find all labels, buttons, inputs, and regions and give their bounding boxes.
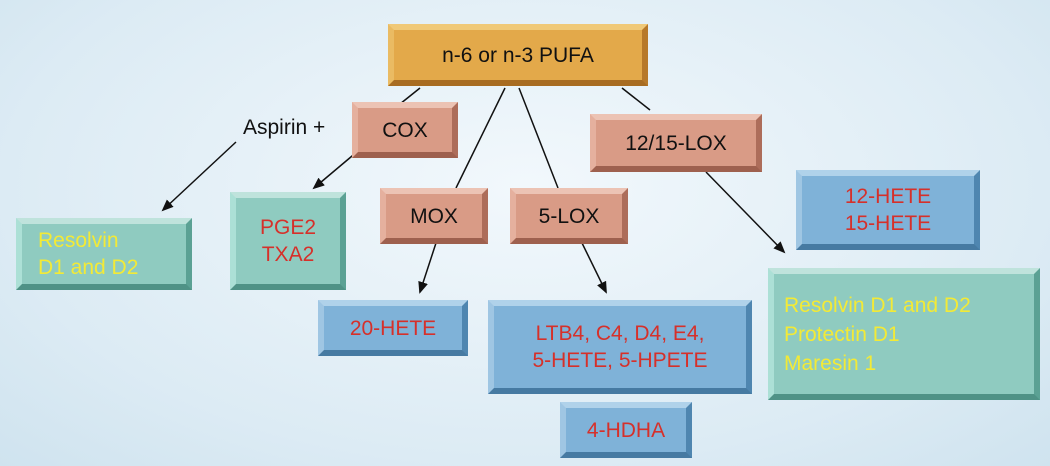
line-pufa-12-15-lox — [621, 87, 651, 111]
lox-12-15-enzyme-box: 12/15-LOX — [590, 114, 762, 172]
pge2-label: PGE2 — [259, 216, 317, 239]
hete-20-label: 20-HETE — [349, 316, 437, 340]
line-pufa-5lox — [518, 87, 559, 189]
txa2-label: TXA2 — [261, 243, 315, 266]
resolvin-protectin-maresin-box: Resolvin D1 and D2 Protectin D1 Maresin … — [768, 268, 1040, 400]
line-pufa-cox — [399, 87, 421, 105]
hdha-4-label: 4-HDHA — [586, 418, 666, 442]
hete-15-label: 15-HETE — [844, 212, 932, 235]
mox-enzyme-box: MOX — [380, 188, 488, 244]
pge2-txa2-box: PGE2 TXA2 — [230, 192, 346, 290]
arrow-mox-20hete — [418, 242, 437, 294]
pufa-label: n-6 or n-3 PUFA — [442, 43, 594, 67]
cox-label: COX — [382, 118, 428, 142]
resolvin-d1-d2-line: Resolvin D1 and D2 — [784, 293, 971, 317]
ltb4-line-1: LTB4, C4, D4, E4, — [535, 322, 705, 345]
arrow-5lox-ltb4 — [581, 242, 607, 294]
resolvin-line-2: D1 and D2 — [38, 256, 139, 279]
hete-20-box: 20-HETE — [318, 300, 468, 356]
arrow-12-15-lox-resolvin — [705, 171, 786, 254]
hete-12-15-box: 12-HETE 15-HETE — [796, 170, 980, 250]
arrow-cox-pge2 — [312, 150, 359, 190]
ltb4-line-2: 5-HETE, 5-HPETE — [532, 349, 708, 372]
lox-5-label: 5-LOX — [538, 204, 600, 228]
lox-12-15-label: 12/15-LOX — [625, 131, 727, 155]
maresin-1-line: Maresin 1 — [784, 351, 877, 375]
resolvin-d1-d2-box: Resolvin D1 and D2 — [16, 218, 192, 290]
cox-enzyme-box: COX — [352, 102, 458, 158]
line-pufa-mox — [455, 87, 506, 189]
protectin-d1-line: Protectin D1 — [784, 322, 900, 346]
arrow-aspirin-resolvin — [161, 141, 237, 212]
pufa-box: n-6 or n-3 PUFA — [388, 24, 648, 86]
hete-12-label: 12-HETE — [844, 185, 932, 208]
hdha-4-box: 4-HDHA — [560, 402, 692, 458]
mox-label: MOX — [410, 204, 458, 228]
aspirin-label: Aspirin + — [243, 116, 326, 139]
ltb4-products-box: LTB4, C4, D4, E4, 5-HETE, 5-HPETE — [488, 300, 752, 394]
lox-5-enzyme-box: 5-LOX — [510, 188, 628, 244]
resolvin-line-1: Resolvin — [38, 229, 119, 252]
